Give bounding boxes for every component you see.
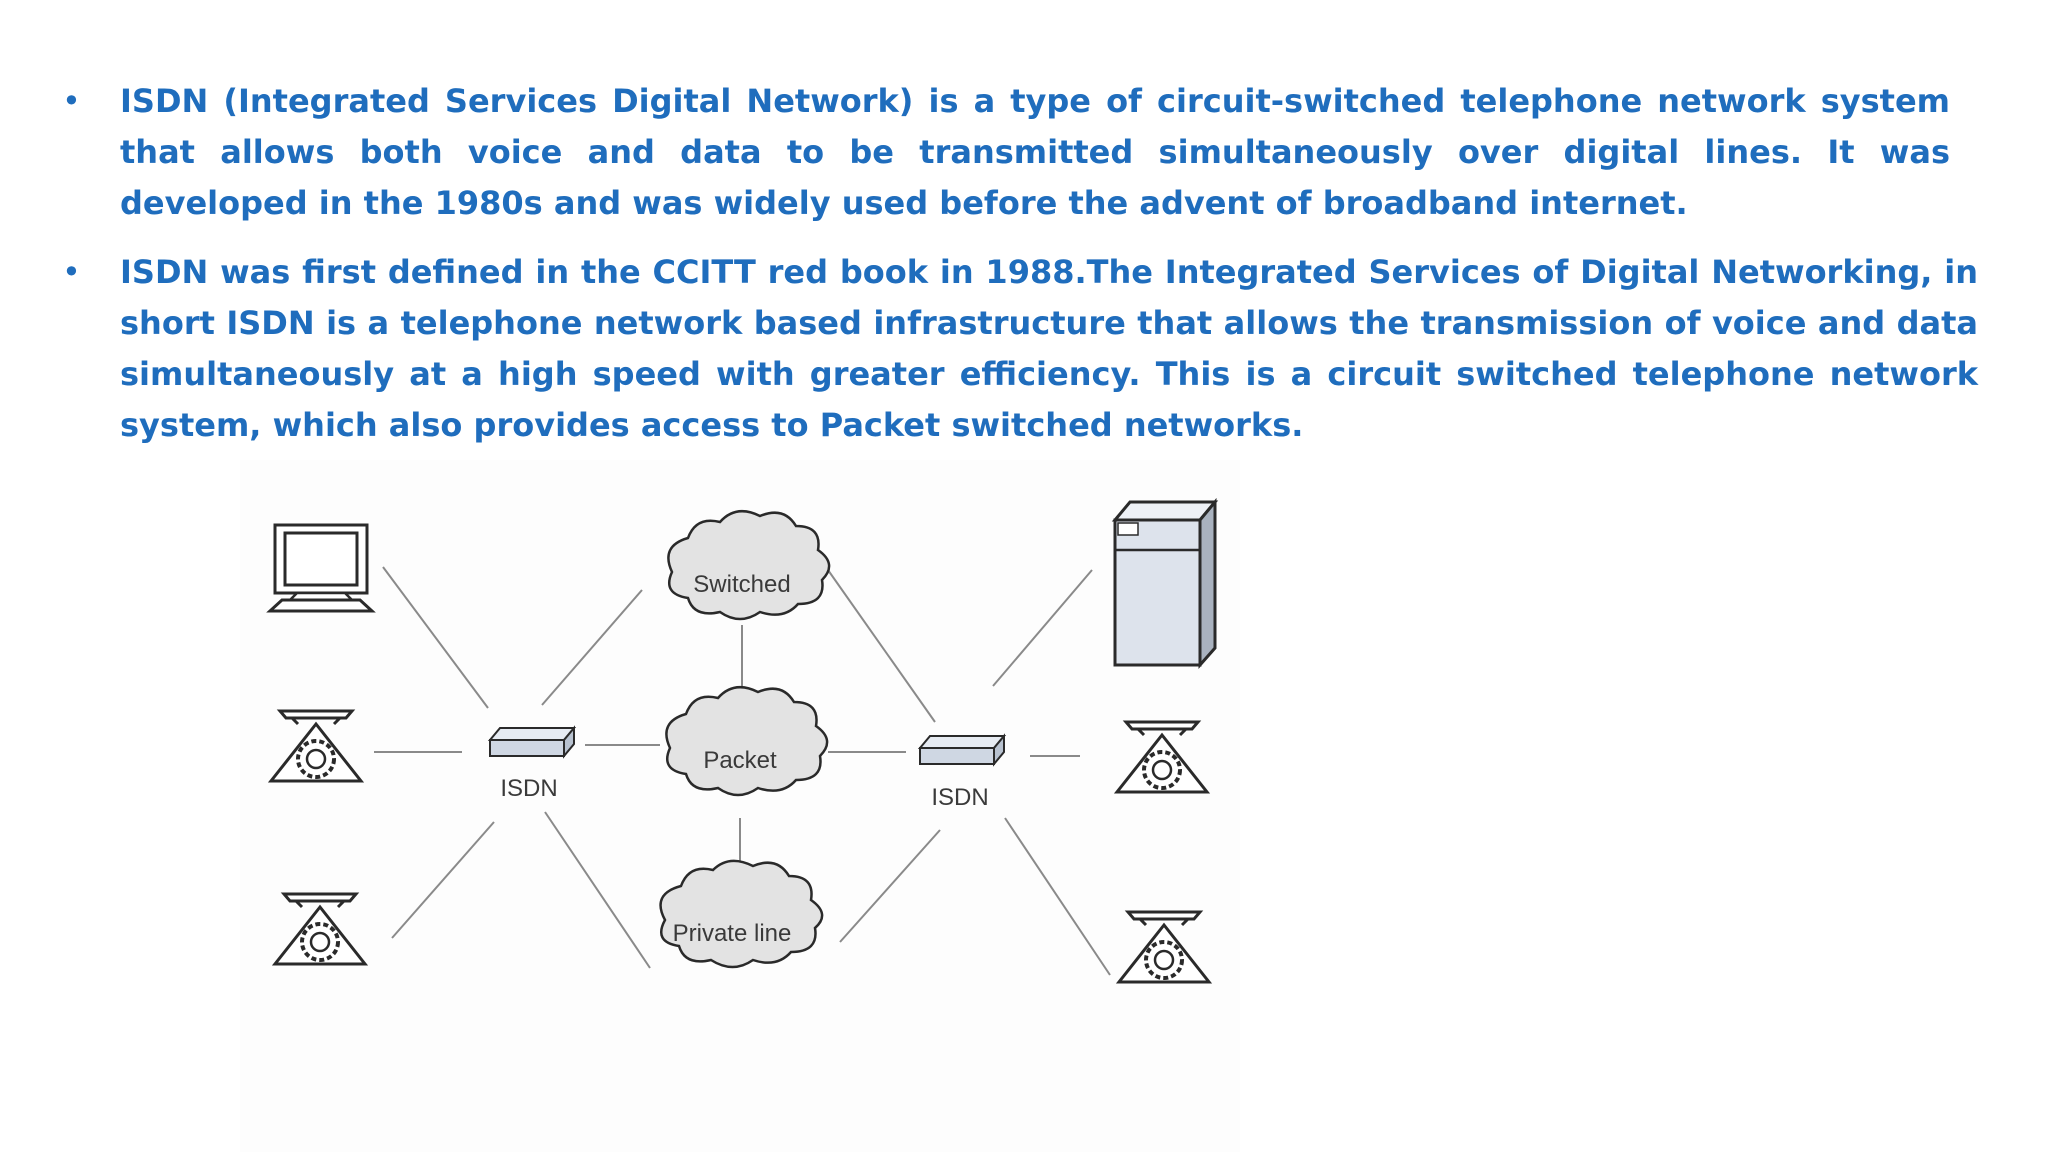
- packet-cloud: Packet: [666, 687, 827, 795]
- telephone-icon: [275, 894, 365, 964]
- isdn-switch-label-left: ISDN: [500, 775, 557, 802]
- packet-cloud-label: Packet: [703, 747, 777, 774]
- telephone-icon: [1119, 912, 1209, 982]
- server-icon: [1115, 502, 1215, 665]
- private-line-cloud: Private line: [661, 861, 823, 967]
- switched-cloud-label: Switched: [693, 571, 790, 598]
- isdn-switch-icon: [490, 728, 574, 756]
- private-line-cloud-label: Private line: [673, 920, 792, 947]
- telephone-icon: [1117, 722, 1207, 792]
- switched-cloud: Switched: [668, 511, 829, 619]
- isdn-switch-icon: [920, 736, 1004, 764]
- telephone-icon: [271, 711, 361, 781]
- isdn-switch-label-right: ISDN: [931, 784, 988, 811]
- computer-icon: [270, 525, 372, 611]
